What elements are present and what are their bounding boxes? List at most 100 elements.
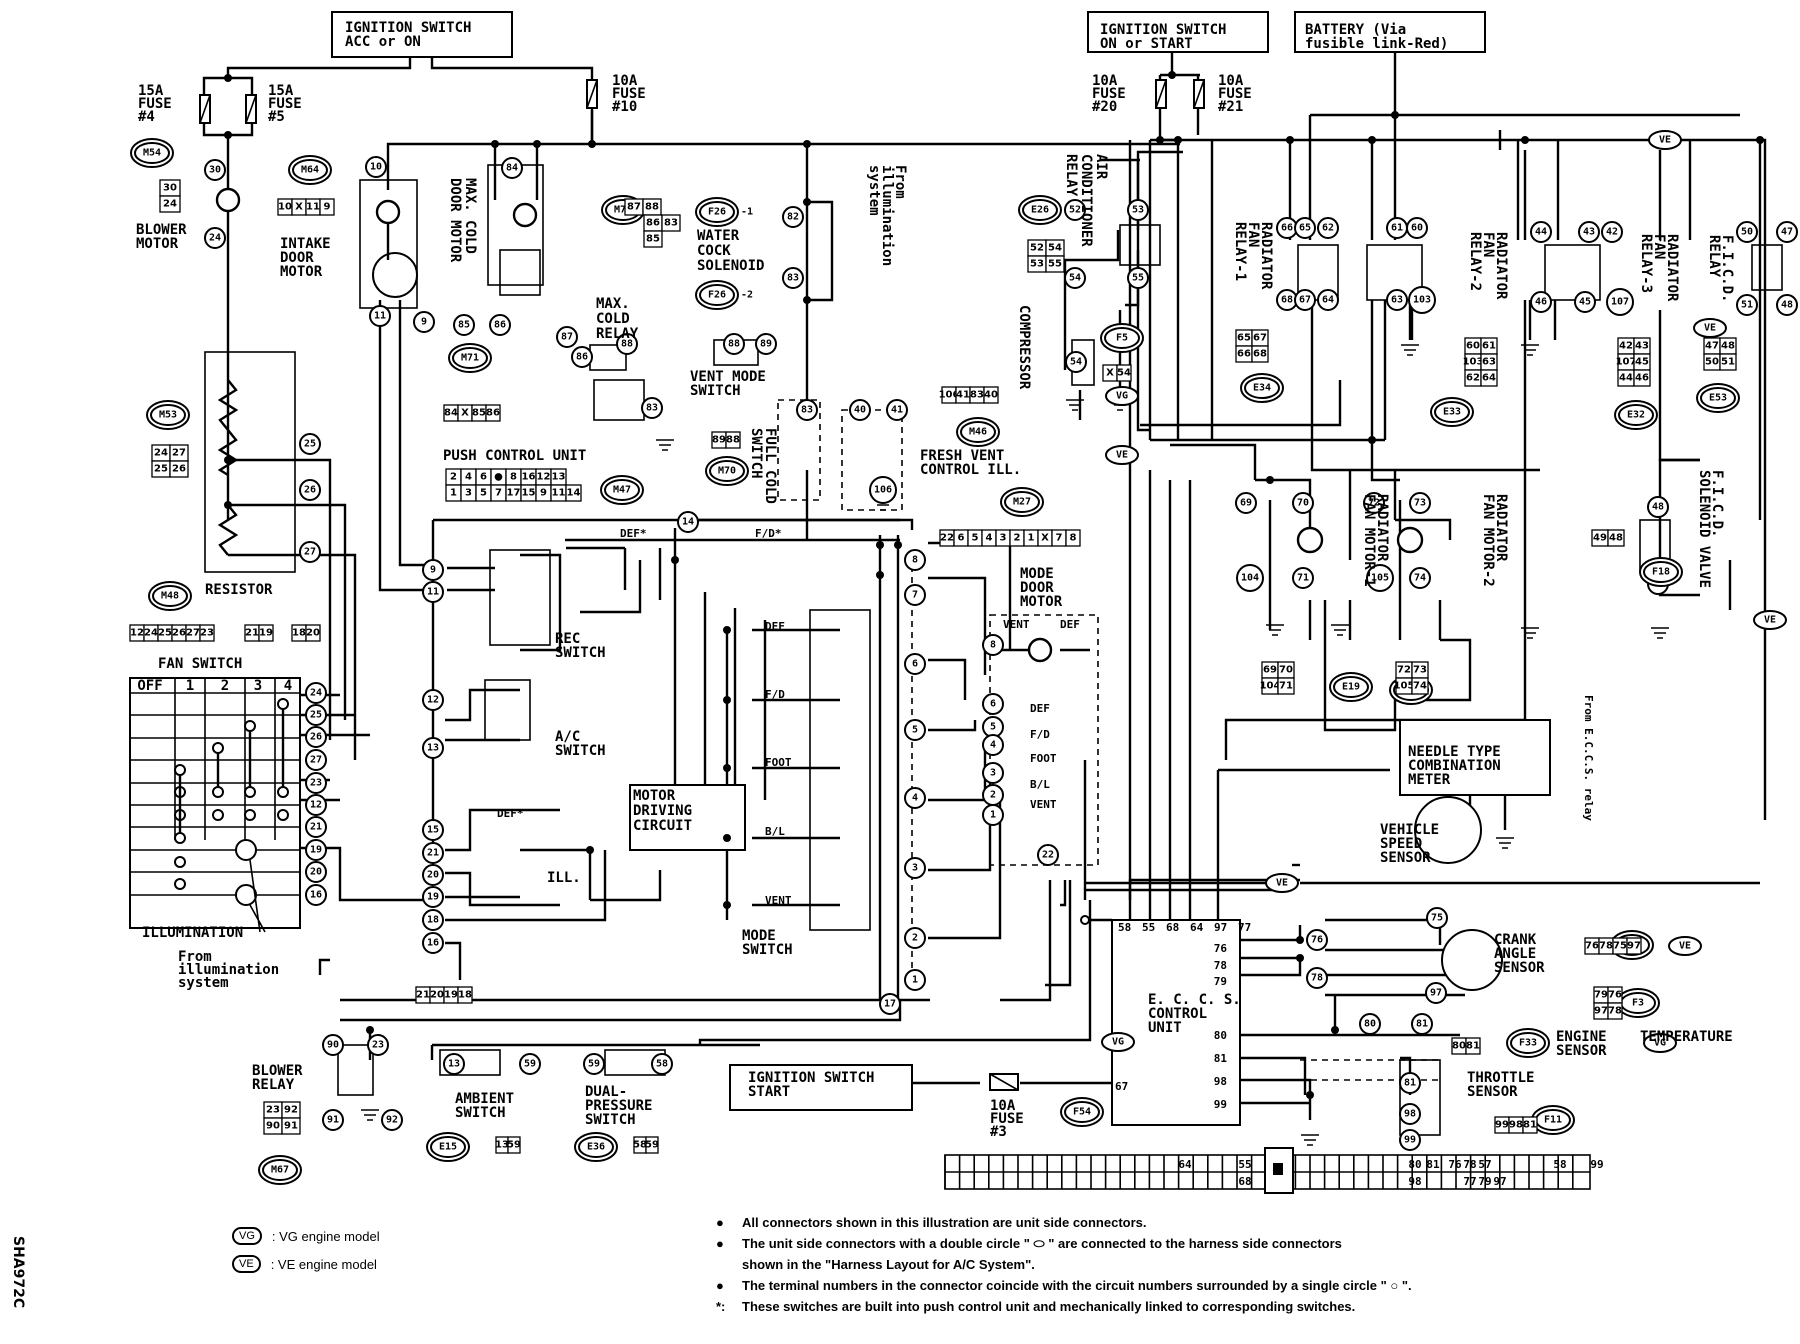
fan-switch-col-header: OFF [137,678,162,694]
fd-star-label-line: F/D* [755,527,782,540]
pin-number: 51 [1741,300,1753,311]
pin-circle-ring [616,333,638,355]
pin-number: 89 [760,339,772,350]
engine-tag-ring [1648,130,1682,150]
blower-relay-label-line: RELAY [252,1077,295,1093]
vehicle-speed-sensor-label-line: VEHICLE [1380,822,1439,838]
pin-circle-ring [422,932,444,954]
ill-label-line: ILL. [547,870,581,886]
pin-circle-ring [1399,1103,1421,1125]
pin-number: 92 [386,1115,398,1126]
pin-number: 63 [1391,295,1403,306]
motor-driving-circuit-label-line: MOTOR [633,788,676,804]
ground-icon [1301,1134,1319,1146]
pin-circle: 3 [904,857,926,879]
connector-face-e19-terminal: 71 [1279,681,1293,692]
ignition-acc-on-label-line: IGNITION SWITCH [345,20,471,36]
pin-circle-ring [982,804,1004,826]
connector-id-e19: E19 [1329,672,1373,702]
fresh-vent-control-label-line: CONTROL ILL. [920,462,1021,478]
pin-number: 22 [1042,850,1054,861]
mode-door-motor-label-line: DOOR [1020,580,1054,596]
pin-number: 6 [990,699,996,710]
connector-id-inner [292,159,328,181]
connector-id-f26-1: F26-1 [695,197,753,227]
pin-number: 25 [304,439,316,450]
connector-face-m47-terminal: 8 [510,472,517,483]
battery-label-line: BATTERY (Via [1305,22,1406,38]
pin-circle-ring [1399,1072,1421,1094]
connector-id-text: M53 [159,410,177,421]
pin-circle: 4 [982,734,1004,756]
radiator-fan-relay-1-label-line: FAN [1245,222,1261,247]
pin-circle-ring [755,333,777,355]
pin-circle: 58 [651,1053,673,1075]
ficd-relay-label: F.I.C.D.RELAY [1706,235,1735,302]
connector-face-m71-terminal: 85 [472,408,486,419]
pin-circle-ring [886,399,908,421]
connector-face-e32-terminal: 46 [1635,373,1649,384]
eccs-right-pin-label-line: 99 [1214,1098,1227,1111]
pin-circle-ring [1235,492,1257,514]
engine-tag-text: VE [1704,323,1716,334]
pin-number: 9 [421,317,427,328]
pin-circle-ring [305,884,327,906]
crank-angle-sensor-label-line: CRANK [1494,932,1537,948]
pin-circle-ring [982,762,1004,784]
pin-number: 48 [1781,300,1793,311]
pin-circle-ring [1530,291,1552,313]
pin-circle: 87 [556,326,578,348]
pin-circle-ring [299,479,321,501]
pin-number: 107 [1611,297,1629,308]
pin-circle: 18 [422,909,444,931]
max-cold-door-motor-label-line: DOOR MOTOR [447,178,463,263]
connector-face-m64-terminal: 9 [324,202,331,213]
connector-face-e53-terminal: 47 [1705,341,1719,352]
connector-face-m47-cell [565,484,582,502]
pin-number: 21 [310,822,322,833]
connector-id-text: F11 [1544,1115,1562,1126]
connector-face-e36-cell [645,1136,659,1154]
legend-text: VE engine model [277,1256,377,1272]
engine-tag-text: VE [1679,941,1691,952]
mode-switch-position-label-line: F/D [765,688,785,701]
eccs-strip-terminal: 57 [1478,1158,1491,1171]
connector-face-e32-terminal: 45 [1635,357,1649,368]
eccs-strip-terminal: 98 [1408,1175,1421,1188]
push-control-unit-label-line: PUSH CONTROL UNIT [443,448,586,464]
connector-face-m48-a-terminal: 23 [200,628,214,639]
pin-number: 3 [990,768,996,779]
radiator-fan-motor-2-label-line: FAN MOTOR-2 [1480,494,1496,587]
fuse20-label-line: FUSE [1092,86,1126,102]
pin-number: 82 [787,212,799,223]
pin-circle-ring [413,311,435,333]
pin-number: 15 [427,825,439,836]
connector-face-e19-terminal: 104 [1260,681,1281,692]
connector-face-illumination-cell [457,986,473,1004]
pin-circle: 84 [501,157,523,179]
connector-face-e26-terminal: 53 [1030,259,1044,270]
connector-face-m72-bottom: 85 [643,230,663,248]
connector-face-f11-terminal: 99 [1495,1120,1509,1131]
pin-circle: 59 [519,1053,541,1075]
connector-face-m48-c-cell [305,624,321,642]
connector-face-m48-b-cell [258,624,274,642]
connector-face-f18-terminal: 48 [1609,533,1623,544]
connector-id-m48: M48 [148,581,192,611]
connector-face-m53-cell [169,460,189,478]
ac-switch-label-line: A/C [555,729,580,745]
connector-face-m48-c-terminal: 18 [292,628,306,639]
connector-face-m27-cell [1065,529,1081,547]
connector-face-m46-terminal: 40 [984,390,998,401]
pin-circle-ring [1578,221,1600,243]
eccs-strip-terminal: 80 [1408,1158,1421,1171]
note-text: The unit side connectors with a double c… [742,1236,1342,1251]
pin-number: 81 [1416,1019,1428,1030]
